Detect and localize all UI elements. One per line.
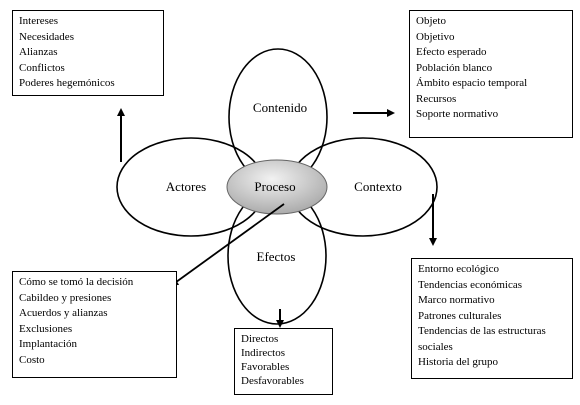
list-item: Objeto bbox=[416, 15, 446, 27]
petal-label-contexto: Contexto bbox=[354, 179, 402, 194]
list-item: Efecto esperado bbox=[416, 46, 487, 58]
list-item: Historia del grupo bbox=[418, 356, 499, 368]
actores-details-box: Intereses Necesidades Alianzas Conflicto… bbox=[12, 10, 164, 96]
list-item: Costo bbox=[19, 353, 45, 366]
list-item: Directos bbox=[241, 333, 279, 345]
list-item: Favorables bbox=[241, 361, 290, 373]
list-item: Conflictos bbox=[19, 61, 65, 74]
petal-label-actores: Actores bbox=[165, 179, 207, 194]
list-item: Exclusiones bbox=[19, 322, 73, 335]
petal-label-efectos: Efectos bbox=[256, 249, 296, 264]
list-item: Desfavorables bbox=[241, 375, 304, 387]
list-item: Intereses bbox=[19, 15, 59, 27]
efectos-details-box: Directos Indirectos Favorables Desfavora… bbox=[234, 328, 333, 395]
list-item: Necesidades bbox=[19, 30, 74, 43]
list-item: Implantación bbox=[19, 338, 78, 350]
arrow-to-bottom-left bbox=[170, 203, 285, 287]
center-ellipse bbox=[226, 159, 328, 215]
list-item: Poderes hegemónicos bbox=[19, 77, 115, 89]
list-item: Indirectos bbox=[241, 347, 285, 359]
contexto-details-box: Entorno ecológico Tendencias económicas … bbox=[411, 258, 573, 379]
proceso-details-box: Cómo se tomó la decisión Cabildeo y pres… bbox=[12, 271, 177, 378]
list-item: Acuerdos y alianzas bbox=[19, 307, 108, 319]
list-item: Marco normativo bbox=[418, 294, 495, 306]
list-item: Cómo se tomó la decisión bbox=[19, 276, 134, 288]
list-item: Entorno ecológico bbox=[418, 263, 499, 275]
list-item: Tendencias de las estructuras sociales bbox=[418, 325, 546, 353]
petal-label-contenido: Contenido bbox=[252, 100, 308, 115]
list-item: Objetivo bbox=[416, 30, 455, 43]
contenido-details-box: Objeto Objetivo Efecto esperado Població… bbox=[409, 10, 573, 138]
list-item: Soporte normativo bbox=[416, 108, 499, 120]
list-item: Población blanco bbox=[416, 61, 493, 74]
center-label-proceso: Proceso bbox=[254, 179, 296, 194]
list-item: Tendencias económicas bbox=[418, 278, 522, 291]
list-item: Ámbito espacio temporal bbox=[416, 77, 528, 89]
list-item: Patrones culturales bbox=[418, 309, 502, 322]
list-item: Alianzas bbox=[19, 46, 58, 58]
list-item: Cabildeo y presiones bbox=[19, 291, 112, 304]
list-item: Recursos bbox=[416, 92, 457, 105]
